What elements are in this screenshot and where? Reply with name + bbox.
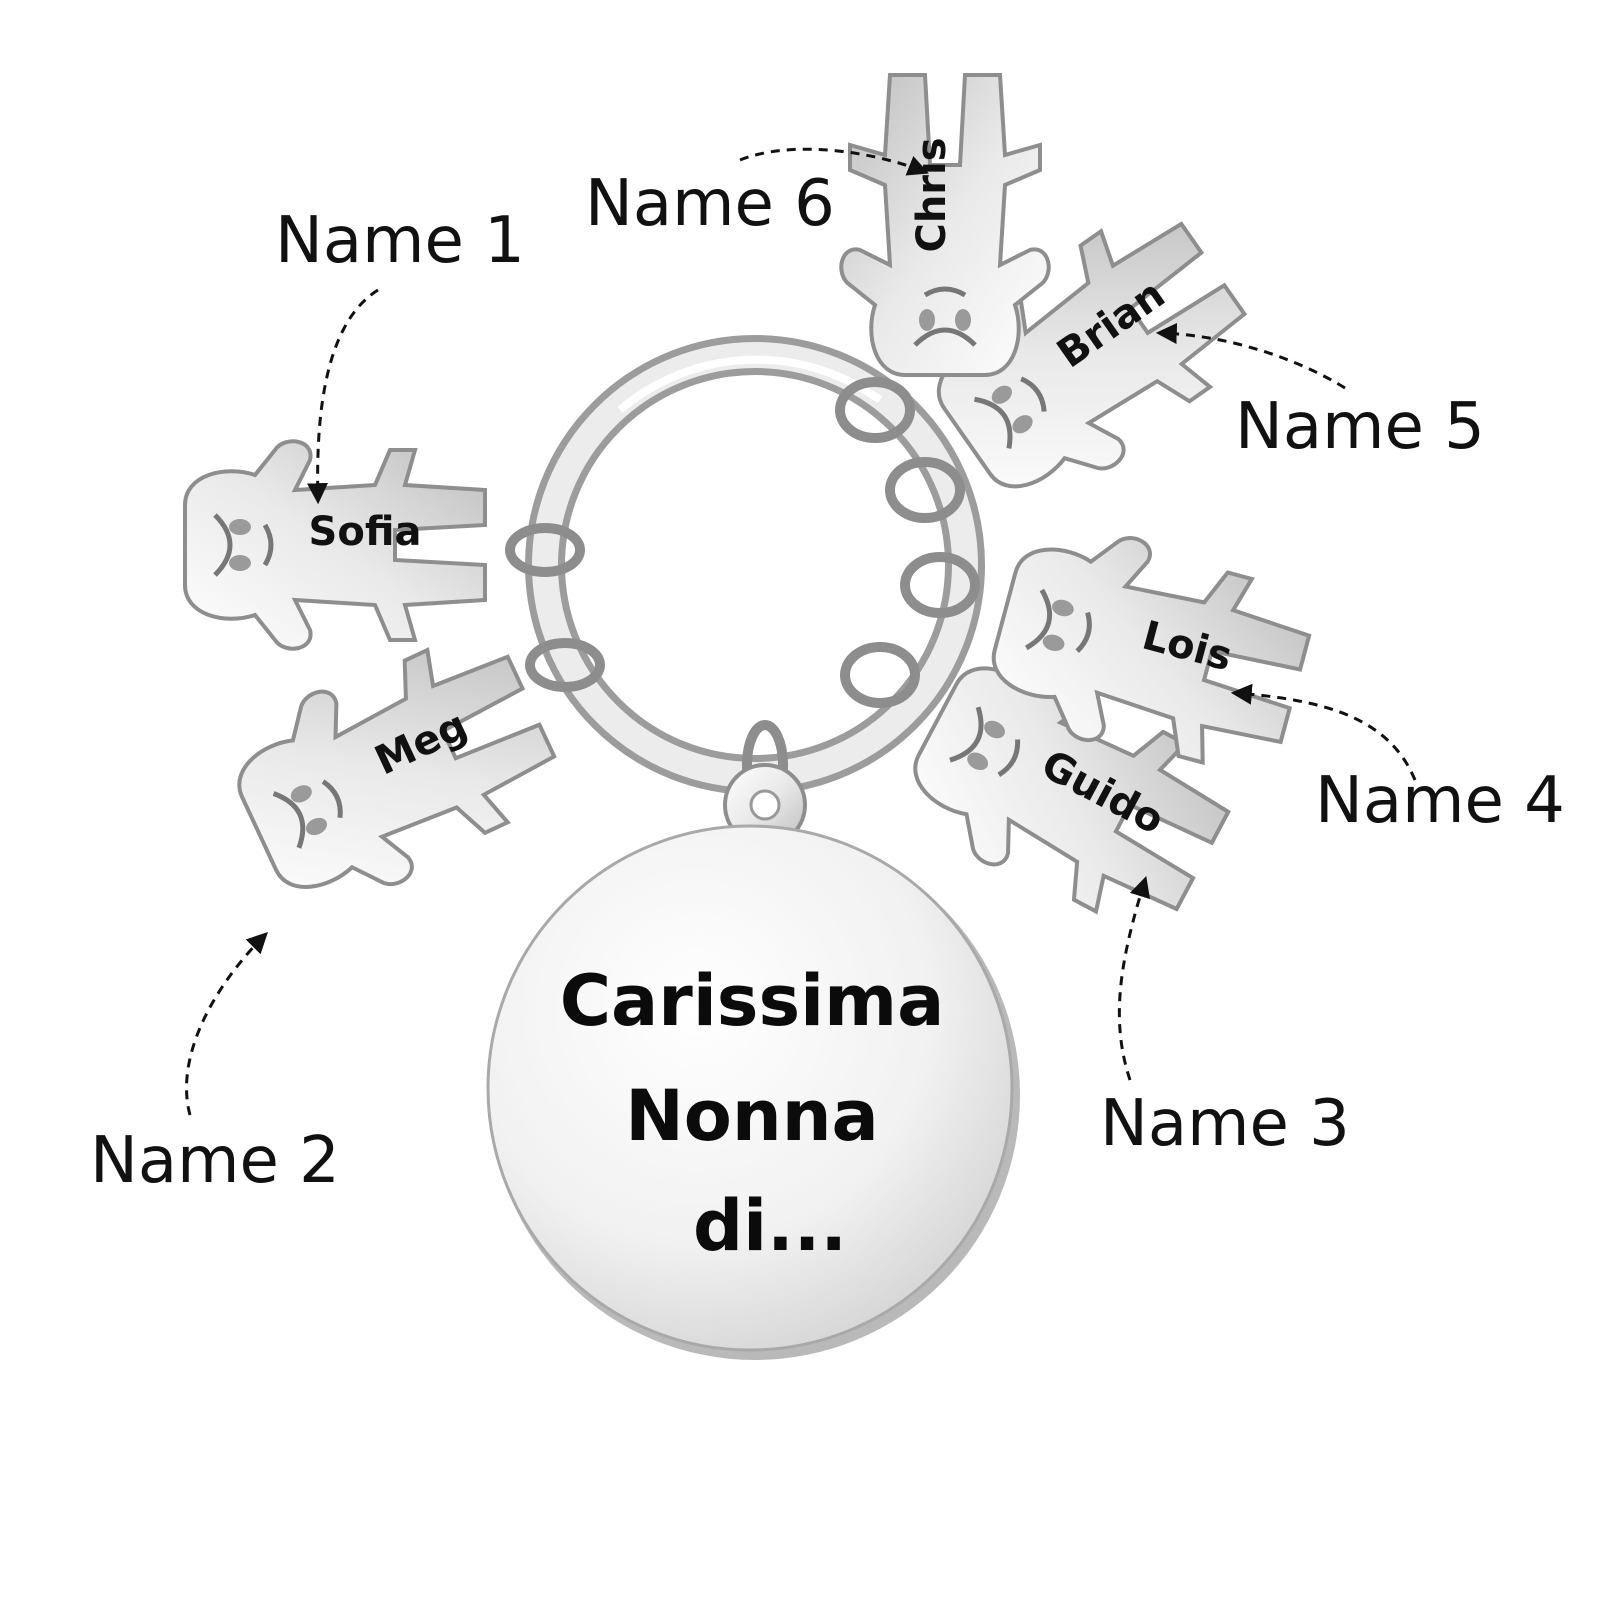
- callout-arrows: [185, 147, 1417, 1116]
- label-name-3: Name 3: [1100, 1087, 1350, 1161]
- arrow-name-2: [185, 932, 268, 1116]
- charm-chris-name: Chris: [909, 137, 955, 252]
- split-ring: [525, 335, 985, 795]
- disc-line-2: Nonna: [625, 1075, 879, 1157]
- label-name-6: Name 6: [585, 167, 835, 241]
- arrow-name-6: [739, 147, 929, 176]
- jump-rings: [505, 377, 980, 810]
- label-name-1: Name 1: [275, 204, 525, 278]
- label-name-4: Name 4: [1315, 764, 1565, 838]
- charm-sofia: Sofia: [185, 441, 485, 648]
- charm-meg: Meg: [215, 613, 575, 928]
- charm-sofia-name: Sofia: [309, 509, 422, 555]
- disc-line-3: di...: [693, 1185, 847, 1267]
- arrow-name-1: [307, 288, 379, 505]
- charm-chris: Chris: [841, 75, 1048, 375]
- arrow-name-4: [1230, 683, 1417, 781]
- disc-line-1: Carissima: [560, 960, 945, 1042]
- charm-guido: Guido: [889, 628, 1251, 952]
- pendant-disc: Carissima Nonna di...: [486, 763, 1020, 1360]
- charm-lois: Lois: [978, 511, 1321, 789]
- arrow-name-3: [1117, 875, 1151, 1081]
- arrow-name-5: [1155, 322, 1346, 390]
- label-name-5: Name 5: [1235, 390, 1485, 464]
- label-name-2: Name 2: [90, 1124, 340, 1198]
